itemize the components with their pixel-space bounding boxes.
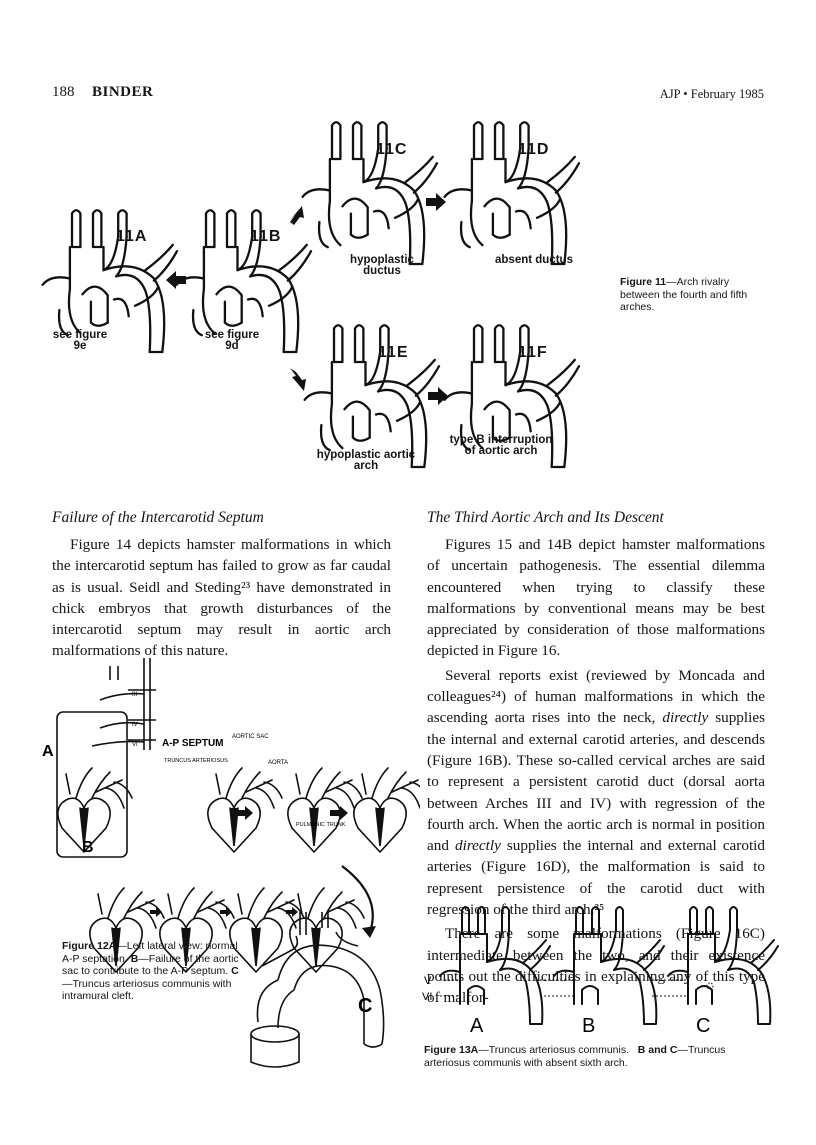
figure-11-caption-label: Figure 11 [620,276,667,288]
annotation-arch-iv: IV [132,722,138,728]
panel-caption-11d: absent ductus [495,254,573,266]
annotation-arch-vi: VI [132,742,138,748]
panel-caption-11a: see figure 9e [52,329,108,352]
panel-label-11b: 11B [250,228,282,245]
figure-12-caption: Figure 12A—Left lateral view: normal A-P… [62,940,239,1002]
figure-11-caption: Figure 11—Arch rivalry between the fourt… [620,276,770,314]
figure-12-label-c: C [358,995,372,1017]
panel-caption-11c: hypoplastic ductus [350,254,414,277]
figure-13-arch-vi: VI [422,991,432,1003]
running-head-journal: AJP • February 1985 [659,87,764,101]
panel-caption-11e: hypoplastic aortic arch [316,449,416,472]
panel-caption-11b: see figure 9d [204,329,260,352]
figure-13: V VI A B C [422,906,779,1037]
annotation-arch-iii: III [132,692,137,698]
annotation-aorta: AORTA [268,760,288,766]
annotation-aortic-sac: AORTIC SAC [232,734,269,740]
panel-caption-11f: type B interruption of aortic arch [449,434,553,457]
figure-12-label-a: A [42,743,54,760]
figure-13-label-b: B [582,1015,595,1037]
section-title-intercarotid: Failure of the Intercarotid Septum [52,509,264,526]
figure-13-arch-v: V [424,975,432,987]
page-number: 188 [52,84,75,100]
right-column-text: Figures 15 and 14B depict hamster malfor… [427,534,765,1009]
figure-11-caption-text: —Arch rivalry between the fourth and fif… [620,276,748,313]
paragraph: Several reports exist (reviewed by Monca… [427,666,765,919]
figure-12b-panel [89,887,365,973]
figure-11 [41,121,581,469]
panel-label-11a: 11A [116,228,148,245]
annotation-pulmonic: PULMONIC TRUNK [296,822,346,828]
panel-label-11e: 11E [378,344,409,361]
paragraph: Figure 14 depicts hamster malformations … [52,536,391,660]
paragraph: Figures 15 and 14B depict hamster malfor… [427,536,765,660]
figure-12-label-b: B [82,839,94,856]
curved-arrow-icon [341,865,374,933]
figure-13-caption: Figure 13A—Truncus arteriosus communis. … [424,1044,726,1069]
panel-label-11d: 11D [518,141,550,158]
figure-12a-panel [56,658,420,858]
panel-label-11f: 11F [518,344,548,361]
figure-12c-panel [250,912,385,1068]
panel-label-11c: 11C [376,141,408,158]
figure-12: A B C AORTIC SAC A-P SEPTUM TRUNCUS ARTE… [42,658,420,1068]
section-title-third-arch: The Third Aortic Arch and Its Descent [427,509,664,526]
annotation-truncus: TRUNCUS ARTERIOSUS [164,758,228,764]
arrow-icon [166,193,448,405]
running-head-author: BINDER [92,84,154,100]
annotation-ap-septum: A-P SEPTUM [162,738,224,749]
figure-13-label-a: A [470,1015,484,1037]
figure-13-label-c: C [696,1015,710,1037]
left-column-text: Figure 14 depicts hamster malformations … [52,534,391,662]
